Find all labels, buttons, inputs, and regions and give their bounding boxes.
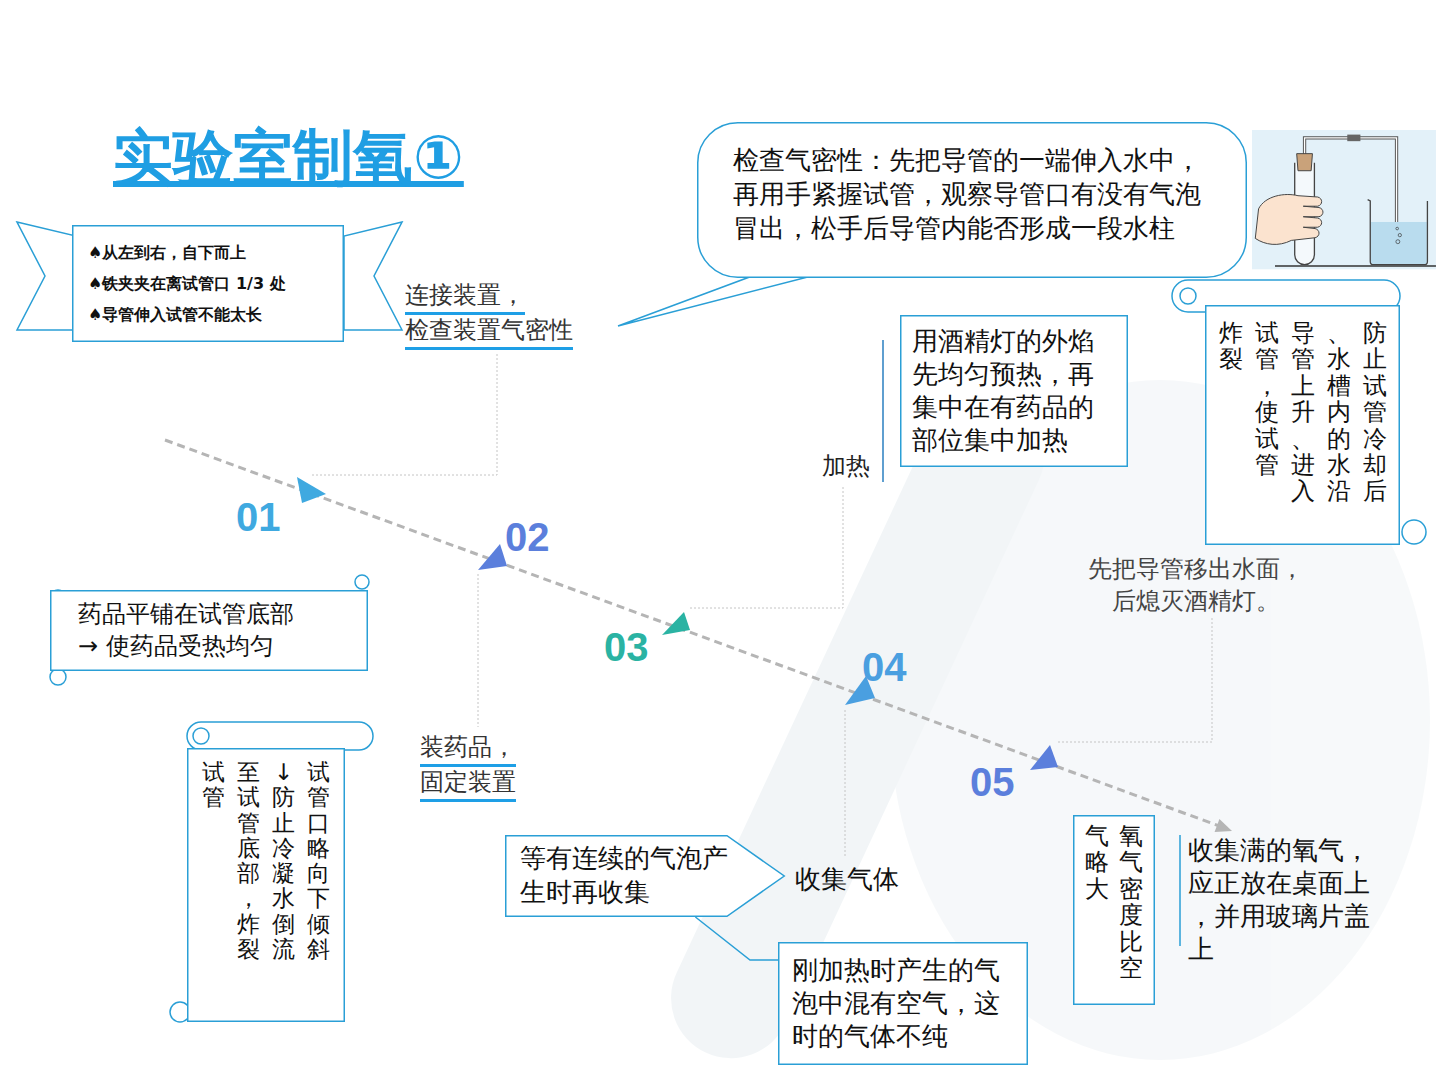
beaker	[1368, 200, 1428, 265]
box-outline	[188, 749, 345, 1022]
ribbon-tail	[17, 222, 76, 330]
node-text: 刚加热时产生的气泡中混有空气，这时的气体不纯	[792, 954, 1002, 1053]
scroll-curl	[193, 728, 209, 744]
water	[1371, 222, 1427, 264]
node-text: ♠导管伸入试管不能太长	[88, 299, 328, 330]
bracket-line	[882, 340, 884, 482]
illustration-ground	[1252, 130, 1436, 269]
scroll-curl	[355, 575, 369, 589]
ribbon-tail	[344, 222, 402, 330]
node-text: 等有连续的气泡产生时再收集	[520, 842, 730, 910]
box-outline	[901, 316, 1128, 467]
callout-bubble: 检查气密性：先把导管的一端伸入水中，再用手紧握试管，观察导管口有没有气泡冒出，松…	[697, 122, 1247, 278]
arrow-outline	[506, 836, 785, 917]
node-text: 检查气密性：先把导管的一端伸入水中，再用手紧握试管，观察导管口有没有气泡冒出，松…	[733, 144, 1217, 245]
step-label: 检查装置气密性	[405, 314, 573, 350]
scroll-curl	[1402, 520, 1426, 544]
leader-line	[690, 485, 843, 608]
node-text: 试管口略向下倾斜↓防止冷凝水倒流至试管底部，炸裂试管	[201, 760, 331, 974]
scroll-curl	[1180, 288, 1196, 304]
arrow-box: 等有连续的气泡产生时再收集	[505, 835, 785, 917]
node-text: 用酒精灯的外焰先均匀预热，再集中在有药品的部位集中加热	[912, 325, 1116, 457]
rubber-connector	[1347, 135, 1360, 142]
scroll-roll	[187, 722, 373, 750]
note-box: 用酒精灯的外焰先均匀预热，再集中在有药品的部位集中加热	[900, 315, 1128, 467]
leader-line	[1058, 618, 1212, 742]
step-marker	[478, 544, 507, 570]
leader-connector	[695, 917, 778, 960]
note-box: 刚加热时产生的气泡中混有空气，这时的气体不纯	[778, 942, 1028, 1065]
callout-number: 04	[862, 645, 907, 690]
bubble	[1396, 240, 1400, 244]
node-text: 药品平铺在试管底部 → 使药品受热均匀	[78, 598, 298, 663]
bubble-outline	[698, 123, 1247, 278]
step-label: 固定装置	[420, 766, 516, 802]
box-outline	[73, 226, 344, 342]
leader-line	[845, 710, 846, 856]
title: 实验室制氧①	[113, 118, 464, 199]
note-scroll: 药品平铺在试管底部 → 使药品受热均匀	[50, 590, 368, 671]
box-outline	[779, 943, 1028, 1065]
faint-test-tube	[651, 375, 1064, 1078]
callout-number: 03	[604, 625, 649, 670]
node-text: 防止试管冷却后、水槽内的水沿导管上升、进入试管，使试管炸裂	[1218, 320, 1388, 517]
box-outline	[1206, 306, 1400, 545]
step-label: 收集气体	[795, 862, 899, 897]
box-outline	[1074, 816, 1155, 1005]
note-scroll: 试管口略向下倾斜↓防止冷凝水倒流至试管底部，炸裂试管	[187, 748, 345, 1022]
leader-line	[312, 352, 497, 475]
callout-number: 05	[970, 760, 1015, 805]
node-text: ♠从左到右，自下而上	[88, 237, 328, 268]
timeline-arrowhead	[1215, 819, 1232, 832]
bubble	[1396, 227, 1399, 230]
step-label: 连接装置，	[405, 279, 525, 315]
hand	[1255, 195, 1323, 245]
airtightness-illustration	[1252, 130, 1436, 269]
leader-line	[478, 574, 479, 727]
callout-number: 01	[236, 495, 281, 540]
step-label: 加热	[822, 450, 870, 482]
step-label: 装药品，	[420, 731, 516, 767]
note-box: 氧气密度比空气略大	[1073, 815, 1155, 1005]
node-text: ♠铁夹夹在离试管口 1/3 处	[88, 268, 328, 299]
note-text: 先把导管移出水面，后熄灭酒精灯。	[1086, 553, 1306, 618]
node-text: 氧气密度比空气略大	[1084, 823, 1144, 994]
bubble	[1398, 233, 1401, 236]
callout-number: 02	[505, 515, 550, 560]
step-marker	[662, 612, 690, 635]
note-scroll: 防止试管冷却后、水槽内的水沿导管上升、进入试管，使试管炸裂	[1205, 305, 1400, 545]
note-ribbon: ♠从左到右，自下而上♠铁夹夹在离试管口 1/3 处♠导管伸入试管不能太长	[72, 225, 344, 342]
scroll-curl	[50, 669, 66, 685]
stopper	[1297, 154, 1313, 171]
table-line	[1275, 265, 1436, 266]
step-marker	[1030, 745, 1058, 770]
bracket-line	[1179, 835, 1181, 946]
note-text: 收集满的氧气，应正放在桌面上，并用玻璃片盖上	[1188, 834, 1373, 966]
box-outline	[51, 591, 368, 671]
step-marker	[297, 477, 326, 503]
